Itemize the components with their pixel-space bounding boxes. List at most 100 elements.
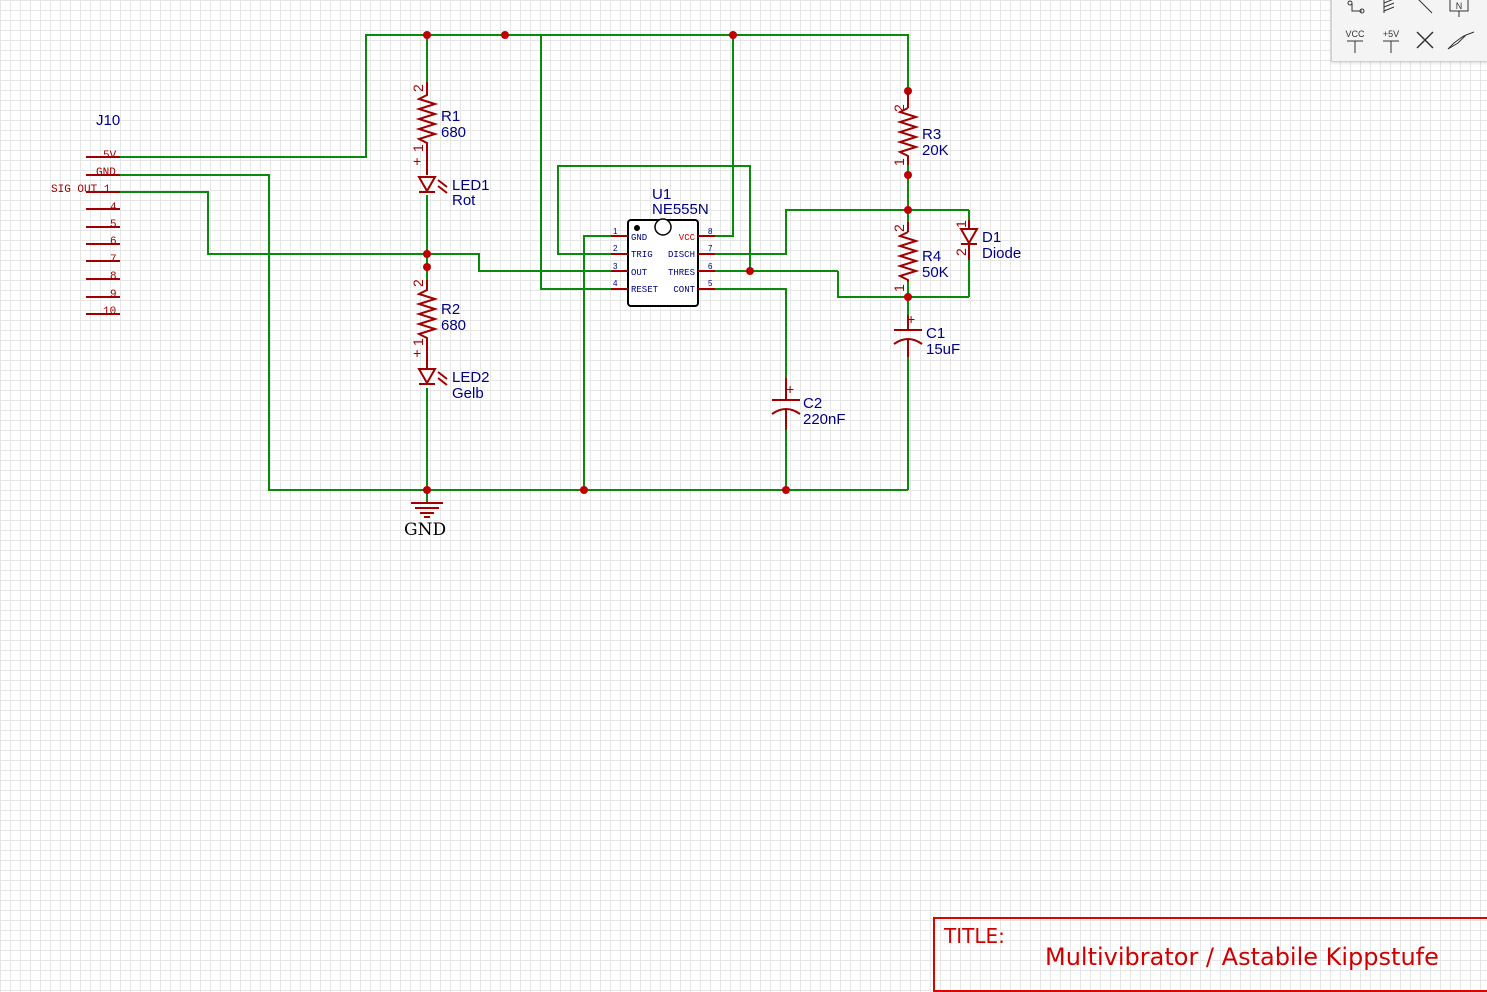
u1-pin-no-3: 3	[613, 262, 618, 271]
junction	[782, 486, 790, 494]
junction	[423, 250, 431, 258]
wire-gnd[interactable]	[120, 174, 908, 491]
u1-pin-no-6: 6	[708, 262, 713, 271]
diode-d1[interactable]: 1 2 D1 Diode	[953, 220, 1021, 262]
j10-pin-7: 7	[110, 254, 117, 266]
c2-value: 220nF	[803, 411, 846, 428]
resistor-r2[interactable]: 2 1 R2 680	[410, 279, 466, 368]
junction	[423, 31, 431, 39]
junction	[904, 206, 912, 214]
u1-pin-gnd: GND	[631, 233, 647, 243]
ic-u1[interactable]: U1 NE555N 1 2 3 4 8 7 6 5 GND TRIG OUT R…	[611, 186, 715, 307]
led-led2[interactable]: + LED2 Gelb	[413, 345, 490, 402]
probe-icon[interactable]	[1444, 29, 1475, 55]
d1-ref: D1	[982, 229, 1001, 246]
u1-pin-out: OUT	[631, 268, 648, 278]
r4-pin1: 1	[891, 284, 907, 292]
wire-disch[interactable]	[698, 209, 969, 255]
resistor-r1[interactable]: 2 1 R1 680	[410, 82, 466, 175]
u1-pin-no-4: 4	[613, 279, 618, 288]
wire-cont[interactable]	[698, 288, 787, 378]
netlabel-icon[interactable]	[1340, 0, 1370, 23]
u1-pin-thres: THRES	[668, 268, 695, 278]
j10-pin-5v: 5V	[103, 150, 117, 162]
wire-trig[interactable]	[557, 165, 751, 271]
bus-entry-icon[interactable]	[1376, 0, 1406, 23]
r4-value: 50K	[922, 264, 949, 281]
r1-value: 680	[441, 124, 466, 141]
wire-5v[interactable]	[120, 34, 909, 158]
j10-pin-8: 8	[110, 271, 117, 283]
wire-icon[interactable]	[1410, 0, 1440, 23]
title-block: TITLE: Multivibrator / Astabile Kippstuf…	[933, 917, 1487, 992]
led-led1[interactable]: + LED1 Rot	[413, 153, 490, 209]
junction	[423, 486, 431, 494]
r1-ref: R1	[441, 108, 460, 125]
junction	[904, 293, 912, 301]
u1-pin-no-2: 2	[613, 244, 618, 253]
vcc-tool-label: VCC	[1345, 29, 1365, 39]
ground-symbol[interactable]: GND	[404, 502, 446, 540]
netflag-icon[interactable]: N	[1444, 0, 1474, 23]
u1-pin-cont: CONT	[673, 285, 695, 295]
u1-pin-vcc: VCC	[679, 233, 696, 243]
led2-ref: LED2	[452, 369, 490, 386]
wires	[120, 34, 970, 503]
u1-pin-reset: RESET	[631, 285, 659, 295]
r2-value: 680	[441, 317, 466, 334]
led2-plus: +	[413, 345, 421, 361]
junction	[746, 267, 754, 275]
ground-label: GND	[404, 520, 446, 540]
d1-value: Diode	[982, 245, 1021, 262]
c1-plus: +	[907, 311, 915, 327]
r2-pin1: 1	[410, 338, 426, 346]
led1-plus: +	[413, 153, 421, 169]
j10-pin-gnd: GND	[96, 167, 116, 179]
plus5v-tool-label: +5V	[1382, 29, 1400, 39]
j10-ref: J10	[96, 112, 120, 129]
title-value[interactable]: Multivibrator / Astabile Kippstufe	[1045, 943, 1439, 971]
junction	[580, 486, 588, 494]
wire-reset[interactable]	[505, 34, 628, 290]
u1-pin-no-8: 8	[708, 227, 713, 236]
r2-ref: R2	[441, 301, 460, 318]
j10-pin-sig-out: SIG OUT 1	[51, 184, 111, 196]
u1-pin-trig: TRIG	[631, 250, 653, 260]
no-connect-icon[interactable]	[1410, 29, 1440, 55]
u1-pin-no-5: 5	[708, 279, 713, 288]
u1-pin-no-7: 7	[708, 244, 713, 253]
capacitor-c2[interactable]: + C2 220nF	[771, 378, 846, 430]
junction	[729, 31, 737, 39]
d1-pin2: 2	[953, 248, 969, 256]
netflag-label: N	[1456, 1, 1463, 11]
led1-value: Rot	[452, 192, 476, 209]
wire-u1-gnd[interactable]	[583, 235, 628, 490]
resistor-r4[interactable]: 2 1 R4 50K	[891, 222, 949, 292]
junction	[423, 263, 431, 271]
r4-ref: R4	[922, 248, 941, 265]
u1-pin-disch: DISCH	[668, 250, 695, 260]
r1-pin2: 2	[410, 84, 426, 92]
wire-thres-c1[interactable]	[837, 271, 969, 298]
r3-pin2: 2	[891, 104, 907, 112]
vcc-icon[interactable]: VCC	[1340, 27, 1370, 53]
resistor-r3[interactable]: 2 1 R3 20K	[891, 91, 949, 166]
capacitor-c1[interactable]: + C1 15uF	[893, 311, 960, 358]
connector-j10[interactable]: J10 5V GND SIG OUT 1 4 5 6 7 8 9 10	[51, 112, 120, 318]
d1-pin1: 1	[953, 220, 969, 228]
title-label: TITLE:	[944, 924, 1005, 948]
u1-value: NE555N	[652, 201, 709, 218]
wire-sig-out[interactable]	[120, 191, 628, 272]
led1-ref: LED1	[452, 177, 490, 194]
r1-pin1: 1	[410, 144, 426, 152]
u1-pin-no-1: 1	[613, 227, 618, 236]
r4-pin2: 2	[891, 224, 907, 232]
junctions	[423, 31, 912, 494]
plus5v-icon[interactable]: +5V	[1376, 27, 1406, 53]
junction	[904, 171, 912, 179]
c1-ref: C1	[926, 325, 945, 342]
j10-pin-6: 6	[110, 236, 117, 248]
c2-ref: C2	[803, 395, 822, 412]
r3-value: 20K	[922, 142, 949, 159]
